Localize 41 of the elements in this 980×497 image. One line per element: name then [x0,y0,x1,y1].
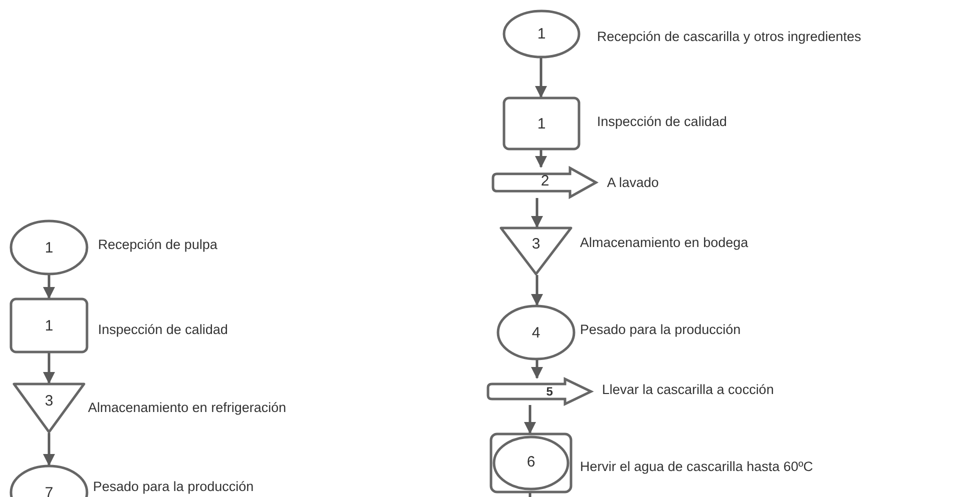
arrow [43,433,55,466]
step-description: Recepción de cascarilla y otros ingredientes [597,29,862,45]
combined-operation-box [490,433,572,493]
operation-circle [503,10,580,58]
storage-triangle [500,227,572,275]
storage-triangle [13,383,85,433]
step-description: Almacenamiento en bodega [580,235,748,251]
step-description: Pesado para la producción [93,479,254,495]
arrow [43,275,55,299]
step-description: Hervir el agua de cascarilla hasta 60ºC [580,459,814,475]
step-description: Llevar la cascarilla a cocción [602,382,774,398]
step-number: 3 [532,235,540,252]
step-number: 1 [537,115,546,132]
step-description: Inspección de calidad [597,114,727,130]
transport-symbol [487,378,593,405]
inspection-box [10,298,88,353]
operation-circle [497,305,575,360]
step-description: Inspección de calidad [98,322,228,338]
arrow [43,353,55,384]
step-number: 1 [537,26,546,42]
step-number: 1 [44,239,54,256]
step-number: 2 [540,172,550,190]
step-number: 5 [546,383,553,400]
arrow [535,58,547,98]
step-number: 7 [44,484,54,497]
step-description: Pesado para la producción [580,322,741,338]
step-number: 4 [532,324,540,341]
inspection-box [503,97,580,150]
step-number: 3 [44,392,54,409]
step-description: A lavado [607,175,659,191]
step-description: Almacenamiento en refrigeración [88,400,286,416]
transport-symbol [492,167,598,198]
arrow [531,275,543,306]
arrow [531,360,543,379]
step-number: 6 [526,453,536,470]
arrow [524,405,536,434]
arrow [531,198,543,228]
step-description: Recepción de pulpa [98,237,218,253]
step-number: 1 [44,317,54,334]
arrow [535,150,547,168]
operation-circle [10,220,88,275]
